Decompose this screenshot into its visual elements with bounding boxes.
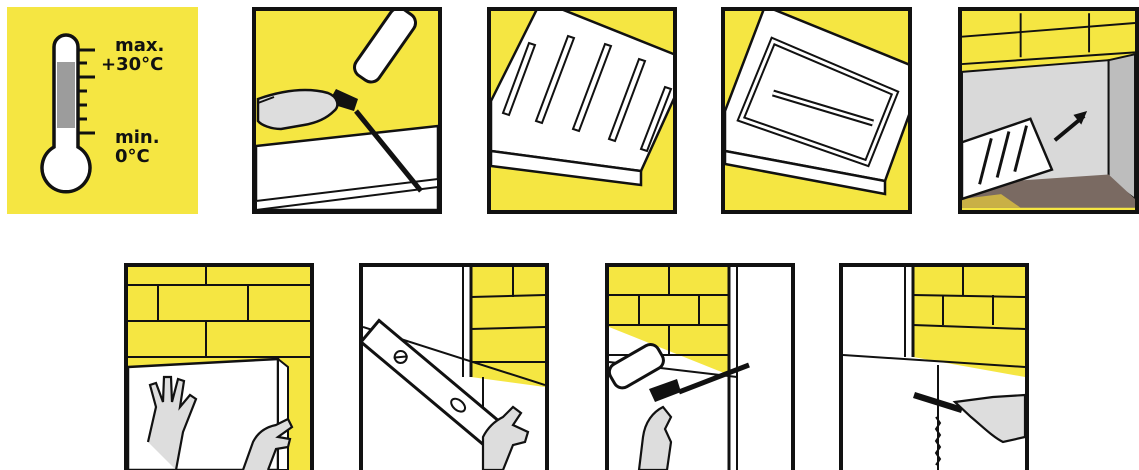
thermometer-icon <box>7 7 198 214</box>
board-pressed-to-wall-icon <box>962 11 1135 210</box>
foam-gun-applying-edge-icon <box>256 11 438 210</box>
board-with-foam-strips-icon <box>491 11 673 210</box>
step-1-temperature-panel: max. +30°C min. 0°C <box>7 7 198 214</box>
spirit-level-check-icon <box>363 267 545 470</box>
step-6-place-board-panel <box>124 263 314 470</box>
hands-placing-board-icon <box>128 267 310 470</box>
step-2-apply-foam-edge-panel <box>252 7 442 214</box>
trimming-foam-knife-icon <box>843 267 1025 470</box>
board-with-perimeter-foam-icon <box>725 11 908 210</box>
min-temperature: 0°C <box>115 148 150 167</box>
step-4-board-perimeter-foam-panel <box>721 7 912 214</box>
foam-gun-filling-gaps-icon <box>609 267 791 470</box>
step-7-level-check-panel <box>359 263 549 470</box>
step-3-board-foam-strips-panel <box>487 7 677 214</box>
step-5-press-board-to-wall-panel <box>958 7 1139 214</box>
max-temperature: +30°C <box>101 56 163 75</box>
step-9-trim-foam-panel <box>839 263 1029 470</box>
step-8-fill-gaps-panel <box>605 263 795 470</box>
